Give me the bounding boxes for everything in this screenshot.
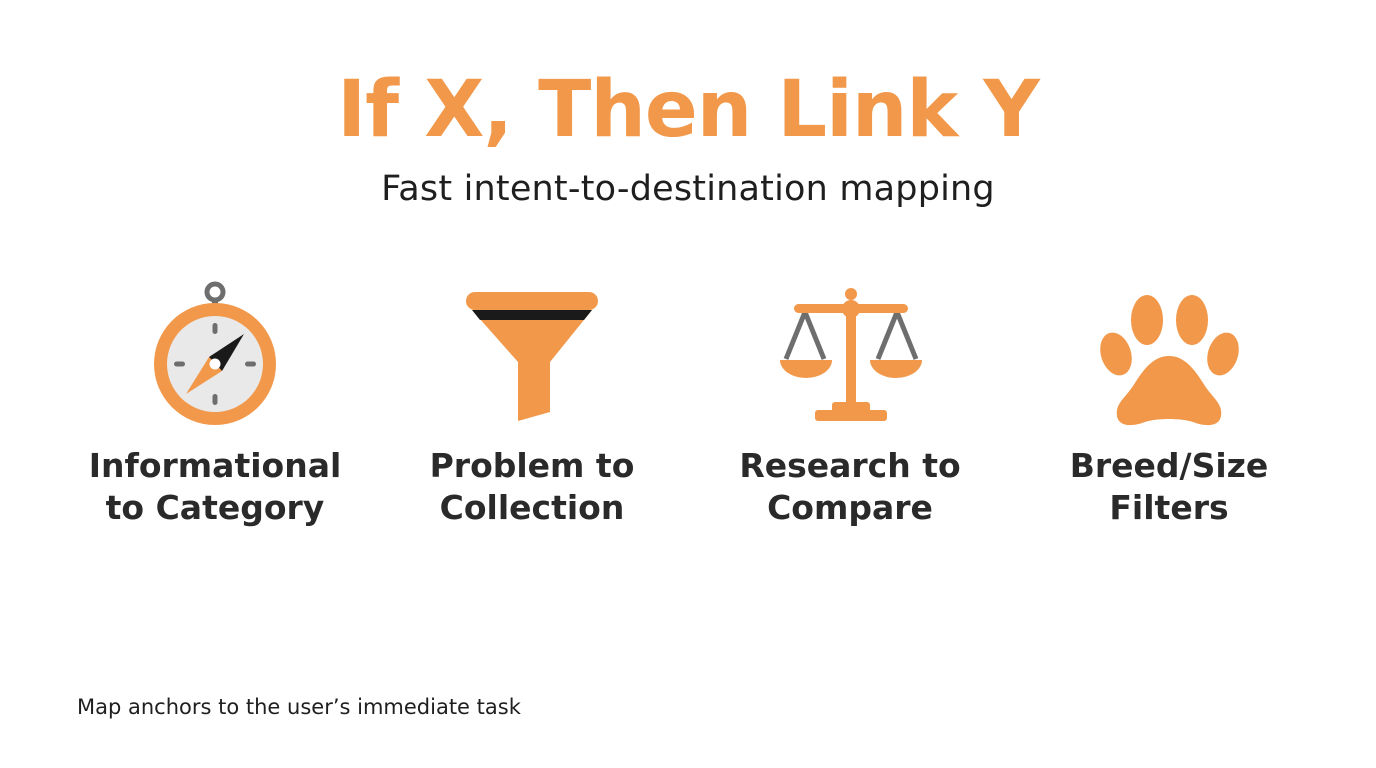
mapping-item-informational: Informational to Category [55,278,375,529]
item-label: Informational to Category [88,446,342,527]
slide-title: If X, Then Link Y [337,65,1040,155]
balance-scale-icon [780,288,922,421]
funnel-icon [466,292,598,421]
item-label: Breed/Size Filters [1069,446,1269,527]
item-label: Research to Compare [739,446,961,527]
mapping-item-problem: Problem to Collection [372,278,692,529]
mapping-item-research: Research to Compare [690,278,1010,529]
slide-subtitle: Fast intent-to-destination mapping [381,169,995,209]
item-label: Problem to Collection [429,446,635,527]
slide-footer-note: Map anchors to the user’s immediate task [77,695,521,719]
compass-icon [154,281,276,425]
mapping-item-breed-size: Breed/Size Filters [1009,278,1329,529]
paw-print-icon [1100,295,1239,426]
